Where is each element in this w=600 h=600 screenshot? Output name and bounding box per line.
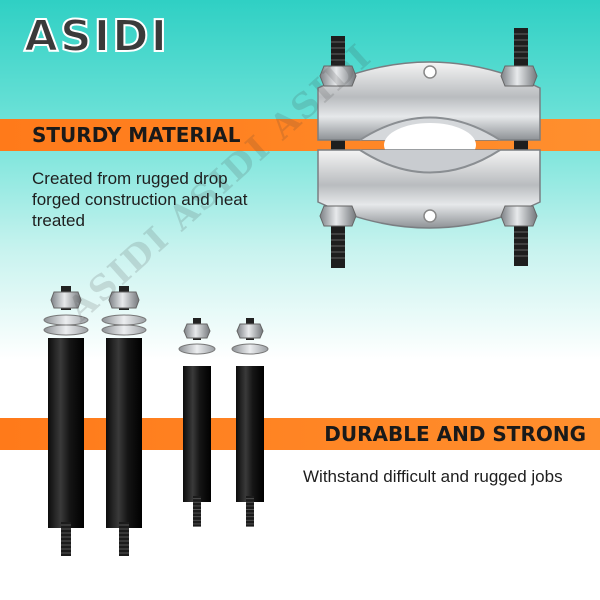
feature-band-durable: DURABLE AND STRONG [0, 418, 600, 450]
feature-description: Created from rugged drop forged construc… [32, 169, 248, 230]
feature-title: DURABLE AND STRONG [324, 422, 586, 446]
extension-rods-image [43, 286, 269, 557]
bearing-separator-image [317, 28, 541, 268]
feature-title: STURDY MATERIAL [32, 123, 241, 147]
brand-logo: ASIDI [23, 11, 170, 63]
feature-description: Withstand difficult and rugged jobs [303, 467, 563, 486]
